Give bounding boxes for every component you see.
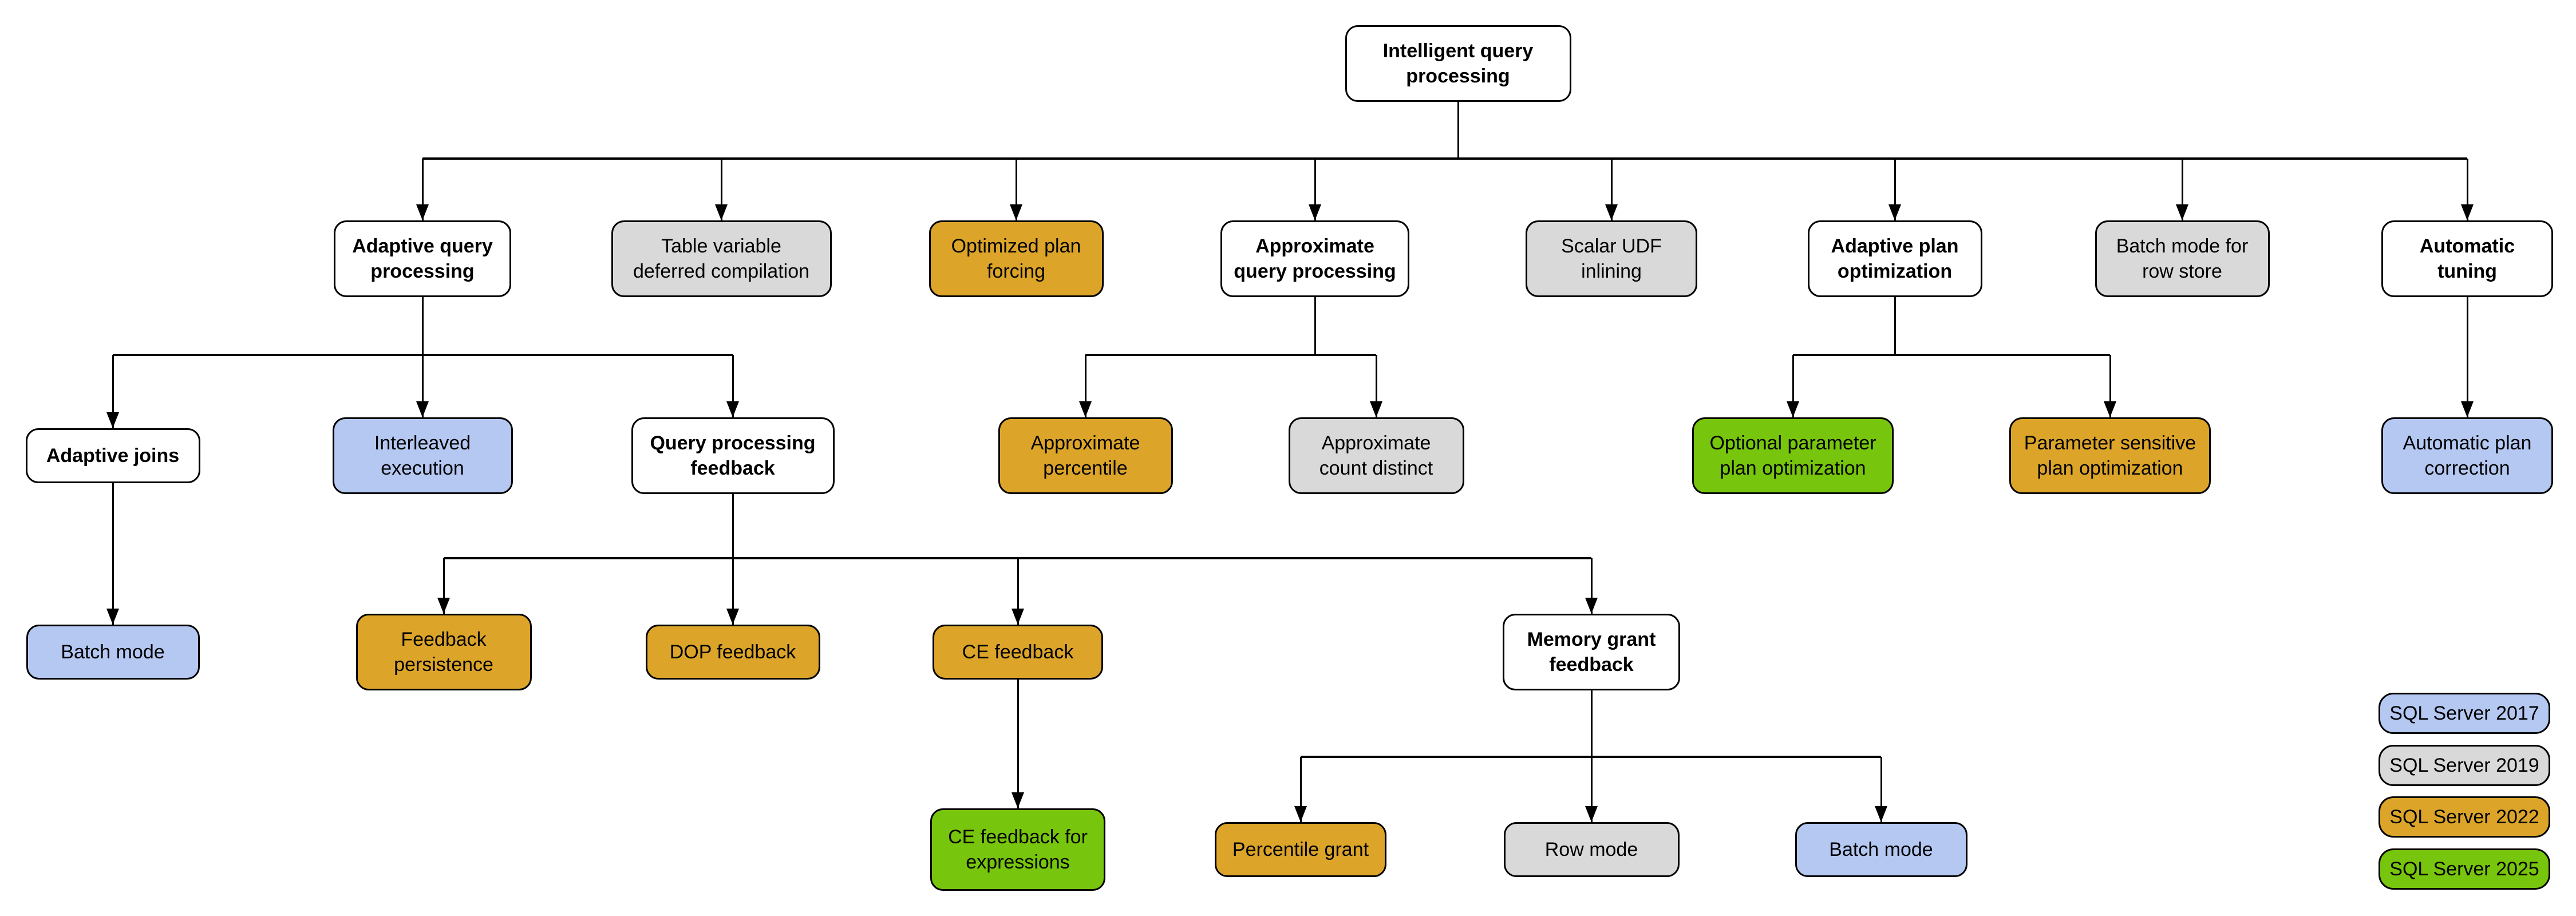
connector-line (422, 159, 424, 220)
arrowhead-down-icon (2104, 401, 2116, 417)
connector-line (1457, 101, 1459, 159)
connector-line (112, 355, 114, 428)
arrowhead-down-icon (416, 204, 429, 220)
box-adaptive-joins: Adaptive joins (25, 428, 200, 483)
arrowhead-down-icon (1585, 806, 1598, 822)
arrowhead-down-icon (1585, 598, 1598, 614)
box-batch-mode-for-row-store: Batch mode for row store (2095, 220, 2270, 297)
connector-line (422, 297, 424, 355)
arrowhead-down-icon (715, 204, 728, 220)
connector-line (1017, 680, 1019, 808)
box-row-mode: Row mode (1503, 822, 1680, 877)
arrowhead-down-icon (1787, 401, 1799, 417)
connector-line (1591, 690, 1593, 822)
box-automatic-tuning: Automatic tuning (2381, 220, 2553, 297)
arrowhead-down-icon (1309, 204, 1321, 220)
box-adaptive-query-processing: Adaptive query processing (334, 220, 511, 297)
connector-line (1376, 355, 1377, 417)
box-optional-parameter-plan-optimization: Optional parameter plan optimization (1692, 417, 1894, 494)
legend-item-sql-server-2025: SQL Server 2025 (2379, 848, 2550, 890)
connector-line (422, 157, 2467, 160)
connector-line (1793, 354, 2110, 356)
connector-line (1611, 159, 1613, 220)
connector-line (443, 558, 445, 614)
arrowhead-down-icon (106, 609, 119, 625)
box-table-variable-deferred-compilation: Table variable deferred compilation (611, 220, 832, 297)
connector-line (2109, 355, 2111, 417)
arrowhead-down-icon (1370, 401, 1382, 417)
connector-line (1085, 355, 1086, 417)
arrowhead-down-icon (1012, 609, 1024, 625)
box-automatic-plan-correction: Automatic plan correction (2381, 417, 2553, 494)
connector-line (1792, 355, 1794, 417)
box-intelligent-query-processing: Intelligent query processing (1345, 25, 1571, 102)
connector-line (2467, 297, 2468, 417)
box-parameter-sensitive-plan-optimization: Parameter sensitive plan optimization (2009, 417, 2211, 494)
connector-line (732, 355, 734, 417)
arrowhead-down-icon (416, 401, 429, 417)
legend-item-sql-server-2017: SQL Server 2017 (2379, 693, 2550, 734)
arrowhead-down-icon (2461, 204, 2474, 220)
box-approximate-query-processing: Approximate query processing (1220, 220, 1409, 297)
connector-line (1314, 159, 1316, 220)
connector-line (1894, 159, 1896, 220)
arrowhead-down-icon (726, 401, 739, 417)
connector-line (721, 159, 722, 220)
legend-item-sql-server-2022: SQL Server 2022 (2379, 796, 2550, 838)
arrowhead-down-icon (1888, 204, 1901, 220)
arrowhead-down-icon (1294, 806, 1307, 822)
connector-line (1880, 757, 1882, 822)
connector-line (1894, 297, 1896, 355)
box-optimized-plan-forcing: Optimized plan forcing (929, 220, 1104, 297)
arrowhead-down-icon (1875, 806, 1887, 822)
arrowhead-down-icon (1010, 204, 1022, 220)
box-feedback-persistence: Feedback persistence (355, 614, 532, 690)
connector-line (1300, 757, 1302, 822)
connector-line (422, 355, 424, 417)
box-batch-mode: Batch mode (1795, 822, 1967, 877)
arrowhead-down-icon (726, 609, 739, 625)
connector-line (1591, 558, 1593, 614)
connector-line (1017, 558, 1019, 625)
box-ce-feedback-for-expressions: CE feedback for expressions (930, 808, 1105, 891)
box-dop-feedback: DOP feedback (645, 625, 820, 680)
arrowhead-down-icon (437, 598, 450, 614)
arrowhead-down-icon (1012, 792, 1024, 808)
box-percentile-grant: Percentile grant (1215, 822, 1386, 877)
box-memory-grant-feedback: Memory grant feedback (1503, 614, 1680, 690)
connector-line (732, 494, 734, 625)
connector-line (1085, 354, 1376, 356)
box-query-processing-feedback: Query processing feedback (631, 417, 835, 494)
arrowhead-down-icon (106, 412, 119, 428)
connector-line (1016, 159, 1017, 220)
box-approximate-count-distinct: Approximate count distinct (1288, 417, 1464, 494)
box-ce-feedback: CE feedback (933, 625, 1103, 680)
box-batch-mode: Batch mode (26, 625, 200, 680)
box-scalar-udf-inlining: Scalar UDF inlining (1526, 220, 1697, 297)
arrowhead-down-icon (2176, 204, 2188, 220)
box-interleaved-execution: Interleaved execution (332, 417, 513, 494)
box-adaptive-plan-optimization: Adaptive plan optimization (1807, 220, 1982, 297)
connector-line (2467, 159, 2468, 220)
legend-item-sql-server-2019: SQL Server 2019 (2379, 745, 2550, 786)
connector-line (112, 483, 114, 625)
arrowhead-down-icon (1079, 401, 1092, 417)
connector-line (2182, 159, 2183, 220)
arrowhead-down-icon (1605, 204, 1618, 220)
connector-line (1314, 297, 1316, 355)
arrowhead-down-icon (2461, 401, 2474, 417)
box-approximate-percentile: Approximate percentile (998, 417, 1173, 494)
